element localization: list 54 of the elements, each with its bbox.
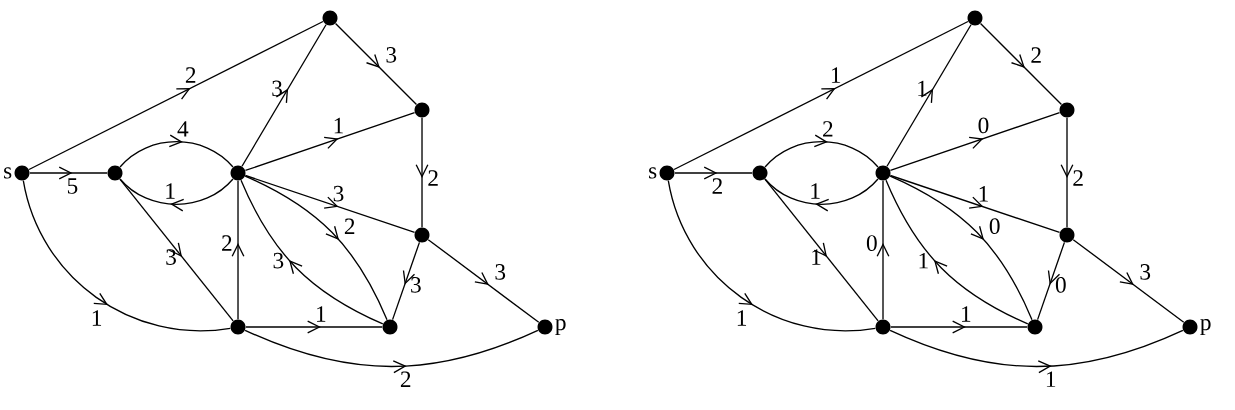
edge-label: 1 xyxy=(918,80,927,97)
vertex-dot xyxy=(414,227,430,243)
edge-label: 2 xyxy=(222,235,232,251)
edge-label: 2 xyxy=(712,178,722,194)
edge-label: 1 xyxy=(812,249,821,265)
edge-label: 4 xyxy=(177,121,189,137)
edge-label: 0 xyxy=(978,117,989,134)
edge-label: 1 xyxy=(811,183,820,199)
vertex-dot xyxy=(107,165,123,181)
vertex-dot xyxy=(322,10,338,26)
edge-label: 1 xyxy=(919,252,928,269)
edge-label: 0 xyxy=(989,218,1000,234)
edge-label: 1 xyxy=(166,183,175,199)
edge-label: 1 xyxy=(1046,371,1056,387)
edge-label: 3 xyxy=(411,277,421,293)
vertex-label: p xyxy=(555,319,566,335)
vertex-dot xyxy=(230,319,246,335)
vertex-dot xyxy=(752,165,768,181)
edge-label: 1 xyxy=(979,186,988,202)
vertex-dot xyxy=(967,10,983,26)
edge-label: 1 xyxy=(962,306,971,322)
vertex-dot xyxy=(1027,319,1043,335)
edge-label: 2 xyxy=(823,121,833,137)
vertex-label: s xyxy=(649,167,657,179)
edge-label: 2 xyxy=(344,218,355,234)
edge-label: 1 xyxy=(831,67,841,83)
edge-label: 2 xyxy=(1073,170,1083,186)
vertex-dot xyxy=(382,319,398,335)
edge-label: 3 xyxy=(495,264,506,280)
edge-label: 1 xyxy=(317,306,326,322)
edge-label: 5 xyxy=(67,178,78,194)
edge-label: 1 xyxy=(737,310,747,326)
edge-label: 3 xyxy=(272,80,282,97)
edge-label: 3 xyxy=(1140,264,1151,280)
edge-label: 3 xyxy=(386,47,397,63)
edge-label: 1 xyxy=(92,310,102,326)
edge-label: 3 xyxy=(333,185,344,202)
edge-label: 2 xyxy=(428,170,438,186)
vertex-dot xyxy=(414,102,430,118)
edge-label: 3 xyxy=(166,249,176,265)
vertex-dot xyxy=(875,319,891,335)
edge-label: 2 xyxy=(185,67,196,83)
vertex-dot xyxy=(230,165,246,181)
vertex-label: p xyxy=(1200,319,1211,335)
vertex-label: s xyxy=(4,167,12,179)
edge-label: 0 xyxy=(1055,276,1066,293)
vertex-dot xyxy=(875,165,891,181)
edge-label: 0 xyxy=(866,235,877,251)
edge-label: 2 xyxy=(1031,47,1041,63)
vertex-dot xyxy=(1059,102,1075,118)
edge-label: 3 xyxy=(273,252,284,269)
vertex-dot xyxy=(1059,227,1075,243)
edge-label: 1 xyxy=(334,117,343,134)
edge-label: 2 xyxy=(400,371,411,387)
